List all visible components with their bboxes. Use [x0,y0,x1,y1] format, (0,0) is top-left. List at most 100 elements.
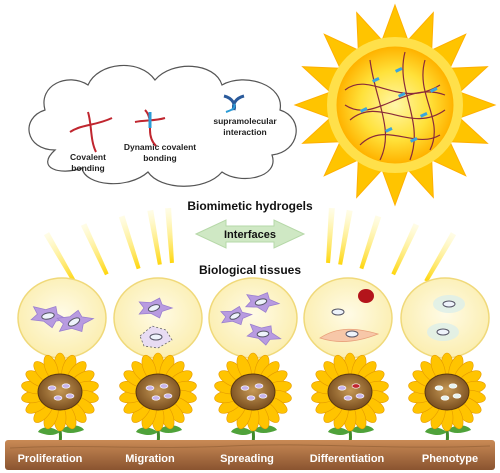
sun-crosslink [360,107,368,113]
sunflower-2 [119,352,197,443]
sun-crosslink [398,92,406,98]
light-ray [80,223,109,276]
label-biological-tissues: Biological tissues [199,263,301,277]
sunflower-cell-dot [355,393,365,399]
sun-network-strand [349,109,446,121]
sun-illustration [293,3,497,207]
sunflower-cell-dot [254,383,264,389]
sunflower-cell-dot [258,393,268,399]
light-rays [43,207,457,283]
sunflower-cell-dot [343,395,353,401]
sunflower-cell-dot [440,395,450,401]
sunflower-cell-dot [61,383,71,389]
differentiated-red-cell [358,289,374,303]
stage-label-proliferation: Proliferation [18,453,83,465]
cell-nucleus [229,312,241,320]
tissue-circle-bg [208,277,298,359]
tissue-circle-2 [113,277,203,359]
sun-crosslink [372,77,380,83]
cell-nucleus [254,298,268,306]
dynamic-label-1: Dynamic covalent [124,142,196,152]
sunflower-leaf [350,425,374,433]
light-ray [165,207,174,264]
sunflower-cell-dot [448,383,458,389]
covalent-label-1: Covalent [70,152,106,162]
sunflower-seed-head [37,373,83,411]
supramolecular-interaction-icon [223,94,245,113]
sunflower-seed-head [135,373,181,411]
sunflower-cell-dot [246,395,256,401]
stage-label-migration: Migration [125,453,175,465]
sunflower-leaf [38,427,60,435]
sun-network-strand [359,134,441,146]
cell-nucleus [67,317,81,327]
sunflower-cell-dot [337,385,347,391]
sun-crosslink [420,112,428,118]
sunflower-leaf [231,427,253,435]
sunflower-cell-dot [434,385,444,391]
sunflower-leaf [60,425,84,433]
light-ray [118,215,141,270]
sunflower-seed-head [230,373,276,411]
sun-crosslink [395,67,403,73]
sunflower-seed-head [327,373,373,411]
sunflower-5 [408,352,486,443]
sunflower-cell-dot [151,395,161,401]
covalent-bond-icon [69,111,113,153]
sunflower-cell-dot [240,385,250,391]
light-ray [338,209,353,265]
sunflower-leaf [253,425,277,433]
sun-core [336,46,454,164]
sunflower-3 [214,352,292,443]
sunflower-cell-dot [159,383,169,389]
sunflower-cell-dot [47,385,57,391]
sunflower-cell-dot [351,383,361,389]
sunflowers [21,352,486,443]
sunflower-leaf [425,427,447,435]
covalent-label-2: bonding [71,163,105,173]
sun-network-strand [344,83,441,95]
light-ray [43,232,76,283]
sunflower-cell-dot [53,395,63,401]
tissue-circle-1 [17,277,107,359]
stage-label-spreading: Spreading [220,453,274,465]
sun-network-strand [422,59,435,151]
light-ray [359,215,382,270]
sun-crosslink [385,127,393,133]
cell-nucleus [331,308,345,316]
sun-crosslink [429,87,438,93]
tissue-circle-4 [303,277,393,359]
sunflower-cell-dot [65,393,75,399]
cell-nucleus [442,300,456,308]
stage-label-phenotype: Phenotype [422,453,478,465]
sunflower-leaf [136,427,158,435]
light-ray [391,223,420,276]
supramolecular-label-1: supramolecular [213,116,277,126]
sun-network-strand [369,59,387,161]
cloud-shape [28,65,297,187]
light-ray [424,232,457,283]
cell-nucleus [436,328,450,336]
dynamic-label-2: bonding [143,153,177,163]
cell-nucleus [256,330,270,338]
interfaces-arrow [194,219,306,249]
sunflower-seed-head [424,373,470,411]
tissue-circles [17,277,490,359]
cell-nucleus [149,333,163,341]
cell-nucleus [345,330,359,338]
soil-bar [5,440,495,470]
sunflower-cell-dot [163,393,173,399]
light-ray [326,207,335,264]
tissue-circle-3 [208,277,298,359]
cell-nucleus [41,312,55,320]
tissue-circle-bg [303,277,393,359]
label-interfaces: Interfaces [224,229,276,241]
sunflower-4 [311,352,389,443]
sunflower-leaf [328,427,350,435]
cell-nucleus [147,304,161,312]
dynamic-covalent-bond-icon [134,109,166,147]
sunflower-1 [21,352,99,443]
label-biomimetic-hydrogels: Biomimetic hydrogels [187,199,313,213]
